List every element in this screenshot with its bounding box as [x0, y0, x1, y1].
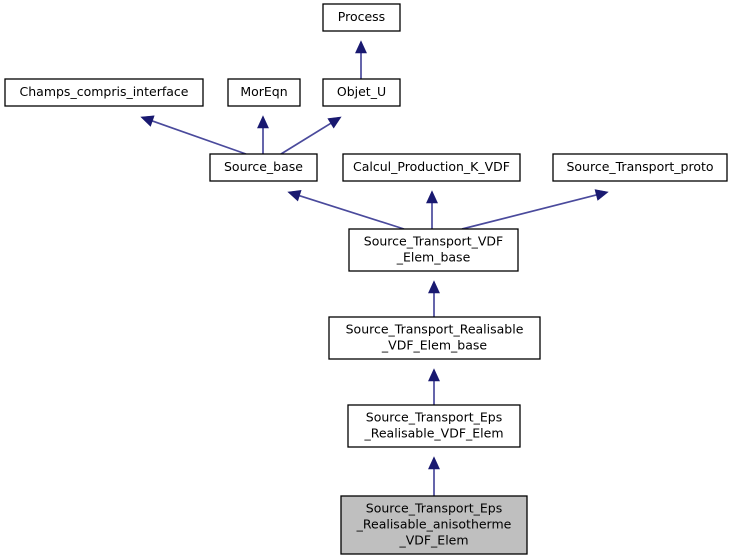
class-node-process[interactable]: Process: [322, 3, 401, 32]
class-node-box[interactable]: [4, 78, 204, 107]
inheritance-edge: [428, 456, 440, 496]
inheritance-arrowhead-icon: [287, 190, 302, 202]
inheritance-arrowhead-icon: [428, 456, 440, 470]
edge-line: [280, 122, 332, 155]
class-node-box[interactable]: [340, 495, 528, 555]
edges-layer: [140, 40, 609, 496]
class-node-label: Champs_compris_interface: [20, 84, 189, 99]
class-node-source_transport_realisable_vdf_elem_base[interactable]: Source_Transport_Realisable_VDF_Elem_bas…: [328, 316, 541, 360]
inheritance-arrowhead-icon: [327, 116, 342, 129]
class-node-moreqn[interactable]: MorEqn: [227, 78, 301, 107]
class-node-label: Calcul_Production_K_VDF: [353, 159, 510, 174]
class-node-label: _VDF_Elem: [398, 533, 468, 548]
class-node-box[interactable]: [552, 153, 728, 182]
inheritance-arrowhead-icon: [140, 115, 155, 127]
class-node-box[interactable]: [322, 3, 401, 32]
class-node-label: _Realisable_anisotherme: [356, 517, 512, 532]
class-node-calcul_production_k_vdf[interactable]: Calcul_Production_K_VDF: [342, 153, 521, 182]
class-node-label: Source_Transport_Eps: [366, 410, 502, 425]
class-node-box[interactable]: [348, 228, 519, 272]
inheritance-edge: [280, 116, 342, 155]
inheritance-arrowhead-icon: [594, 189, 609, 201]
class-node-label: Source_Transport_Realisable: [346, 322, 524, 337]
edge-line: [152, 120, 247, 155]
inheritance-edge: [428, 280, 440, 317]
inheritance-arrowhead-icon: [428, 280, 440, 294]
class-node-label: _Elem_base: [396, 250, 471, 265]
class-node-source_transport_proto[interactable]: Source_Transport_proto: [552, 153, 728, 182]
inheritance-edge: [461, 189, 609, 230]
class-node-label: Source_base: [224, 159, 303, 174]
class-node-objet_u[interactable]: Objet_U: [322, 78, 401, 107]
inheritance-edge: [257, 115, 269, 154]
inheritance-edge: [355, 40, 367, 79]
inheritance-arrowhead-icon: [257, 115, 269, 129]
class-node-label: _VDF_Elem_base: [381, 338, 487, 353]
class-node-label: MorEqn: [240, 84, 287, 99]
class-node-source_transport_vdf_elem_base[interactable]: Source_Transport_VDF_Elem_base: [348, 228, 519, 272]
class-node-label: Process: [338, 9, 385, 24]
inheritance-edge: [426, 190, 438, 229]
class-node-box[interactable]: [328, 316, 541, 360]
class-node-champs_compris_interface[interactable]: Champs_compris_interface: [4, 78, 204, 107]
class-node-source_base[interactable]: Source_base: [209, 153, 318, 182]
inheritance-edge: [140, 115, 247, 155]
inheritance-edge: [428, 368, 440, 405]
class-node-label: Objet_U: [337, 84, 386, 99]
class-node-box[interactable]: [342, 153, 521, 182]
edge-line: [299, 194, 405, 230]
class-node-label: Source_Transport_VDF: [364, 234, 503, 249]
inheritance-arrowhead-icon: [355, 40, 367, 54]
class-node-source_transport_eps_realisable_vdf_elem[interactable]: Source_Transport_Eps_Realisable_VDF_Elem: [347, 404, 521, 448]
class-node-box[interactable]: [227, 78, 301, 107]
class-node-label: _Realisable_VDF_Elem: [363, 426, 503, 441]
class-node-box[interactable]: [347, 404, 521, 448]
inheritance-edge: [287, 190, 405, 230]
class-node-box[interactable]: [322, 78, 401, 107]
edge-line: [461, 194, 597, 230]
class-node-source_transport_eps_realisable_anisotherme_vdf_elem[interactable]: Source_Transport_Eps_Realisable_anisothe…: [340, 495, 528, 555]
inheritance-arrowhead-icon: [428, 368, 440, 382]
class-node-box[interactable]: [209, 153, 318, 182]
inheritance-arrowhead-icon: [426, 190, 438, 204]
class-node-label: Source_Transport_Eps: [366, 501, 502, 516]
class-node-label: Source_Transport_proto: [566, 159, 713, 174]
